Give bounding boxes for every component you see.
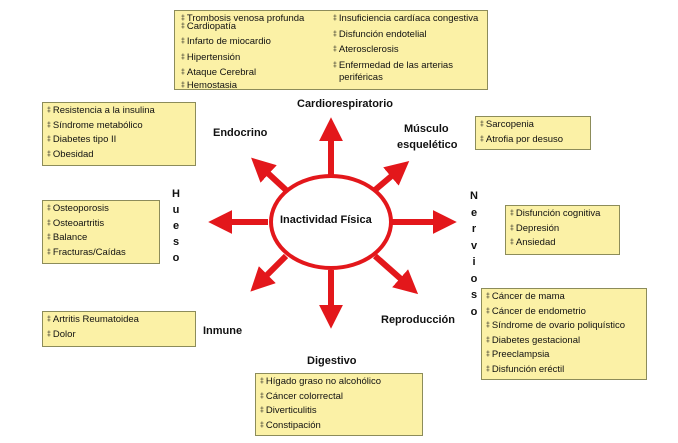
list-item: Ansiedad xyxy=(510,237,615,250)
list-item: Síndrome de ovario poliquístico xyxy=(486,320,642,333)
list-item: Diverticulitis xyxy=(260,405,418,418)
list-item: Diabetes tipo II xyxy=(47,134,191,147)
label-digestivo: Digestivo xyxy=(307,355,357,367)
list-item: Resistencia a la insulina xyxy=(47,105,191,118)
list-item: Hipertensión xyxy=(181,52,304,65)
label-musculo: Músculo xyxy=(404,123,449,135)
list-item-continuation: periféricas xyxy=(339,72,383,83)
box-digestivo: Hígado graso no alcohólico Cáncer colorr… xyxy=(255,373,423,436)
arrow-down-right xyxy=(373,253,419,295)
box-hueso: Osteoporosis Osteoartritis Balance Fract… xyxy=(42,200,160,264)
list-item: Atrofia por desuso xyxy=(480,134,586,147)
list-item: Cáncer colorrectal xyxy=(260,391,418,404)
box-cardiorespiratorio: Trombosis venosa profunda Cardiopatía In… xyxy=(174,10,488,93)
list-item: Disfunción endotelial xyxy=(333,29,478,42)
list-item: Hígado graso no alcohólico xyxy=(260,376,418,389)
box-reproduccion: Cáncer de mama Cáncer de endometrio Sínd… xyxy=(481,288,647,380)
box-inmune: Artritis Reumatoidea Dolor xyxy=(42,311,196,347)
list-item: Aterosclerosis xyxy=(333,44,478,57)
list-item: Constipación xyxy=(260,420,418,433)
list-item: Cardiopatía xyxy=(181,21,304,34)
list-item: Dolor xyxy=(47,329,191,342)
label-reproduccion: Reproducción xyxy=(381,314,455,326)
arrow-down-left xyxy=(250,253,289,292)
box-nervioso: Disfunción cognitiva Depresión Ansiedad xyxy=(505,205,620,255)
label-cardiorespiratorio: Cardiorespiratorio xyxy=(297,98,393,110)
list-item: Preeclampsia xyxy=(486,349,642,362)
center-label: Inactividad Física xyxy=(280,214,372,226)
label-hueso: H u e s o xyxy=(172,188,180,264)
list-item: Disfunción eréctil xyxy=(486,364,642,377)
list-item: Infarto de miocardio xyxy=(181,36,304,49)
list-item: Ataque Cerebral xyxy=(181,67,304,80)
list-item: Trombosis venosa profunda xyxy=(181,13,304,26)
list-item: Enfermedad de las arterias xyxy=(333,60,478,73)
list-item: Disfunción cognitiva xyxy=(510,208,615,221)
box-musculo-esqueletico: Sarcopenia Atrofia por desuso xyxy=(475,116,591,150)
list-item: Sarcopenia xyxy=(480,119,586,132)
list-item: Depresión xyxy=(510,223,615,236)
list-item: Fracturas/Caídas xyxy=(47,247,155,260)
list-item: Cáncer de endometrio xyxy=(486,306,642,319)
label-endocrino: Endocrino xyxy=(213,127,268,139)
list-item: Osteoartritis xyxy=(47,218,155,231)
list-item: Osteoporosis xyxy=(47,203,155,216)
arrow-up-left xyxy=(251,157,289,193)
label-nervioso: N e r v i o s o xyxy=(470,190,478,318)
list-item: Balance xyxy=(47,232,155,245)
arrow-up-right xyxy=(373,161,410,193)
list-item: Cáncer de mama xyxy=(486,291,642,304)
list-item: Artritis Reumatoidea xyxy=(47,314,191,327)
list-item: Insuficiencia cardíaca congestiva xyxy=(333,13,478,26)
label-esqueletico: esquelético xyxy=(397,139,458,151)
list-item: Diabetes gestacional xyxy=(486,335,642,348)
list-item: Síndrome metabólico xyxy=(47,120,191,133)
list-item: Obesidad xyxy=(47,149,191,162)
center-ellipse xyxy=(269,174,393,270)
box-endocrino: Resistencia a la insulina Síndrome metab… xyxy=(42,102,196,166)
label-inmune: Inmune xyxy=(203,325,243,337)
list-item: Hemostasia xyxy=(181,80,304,93)
